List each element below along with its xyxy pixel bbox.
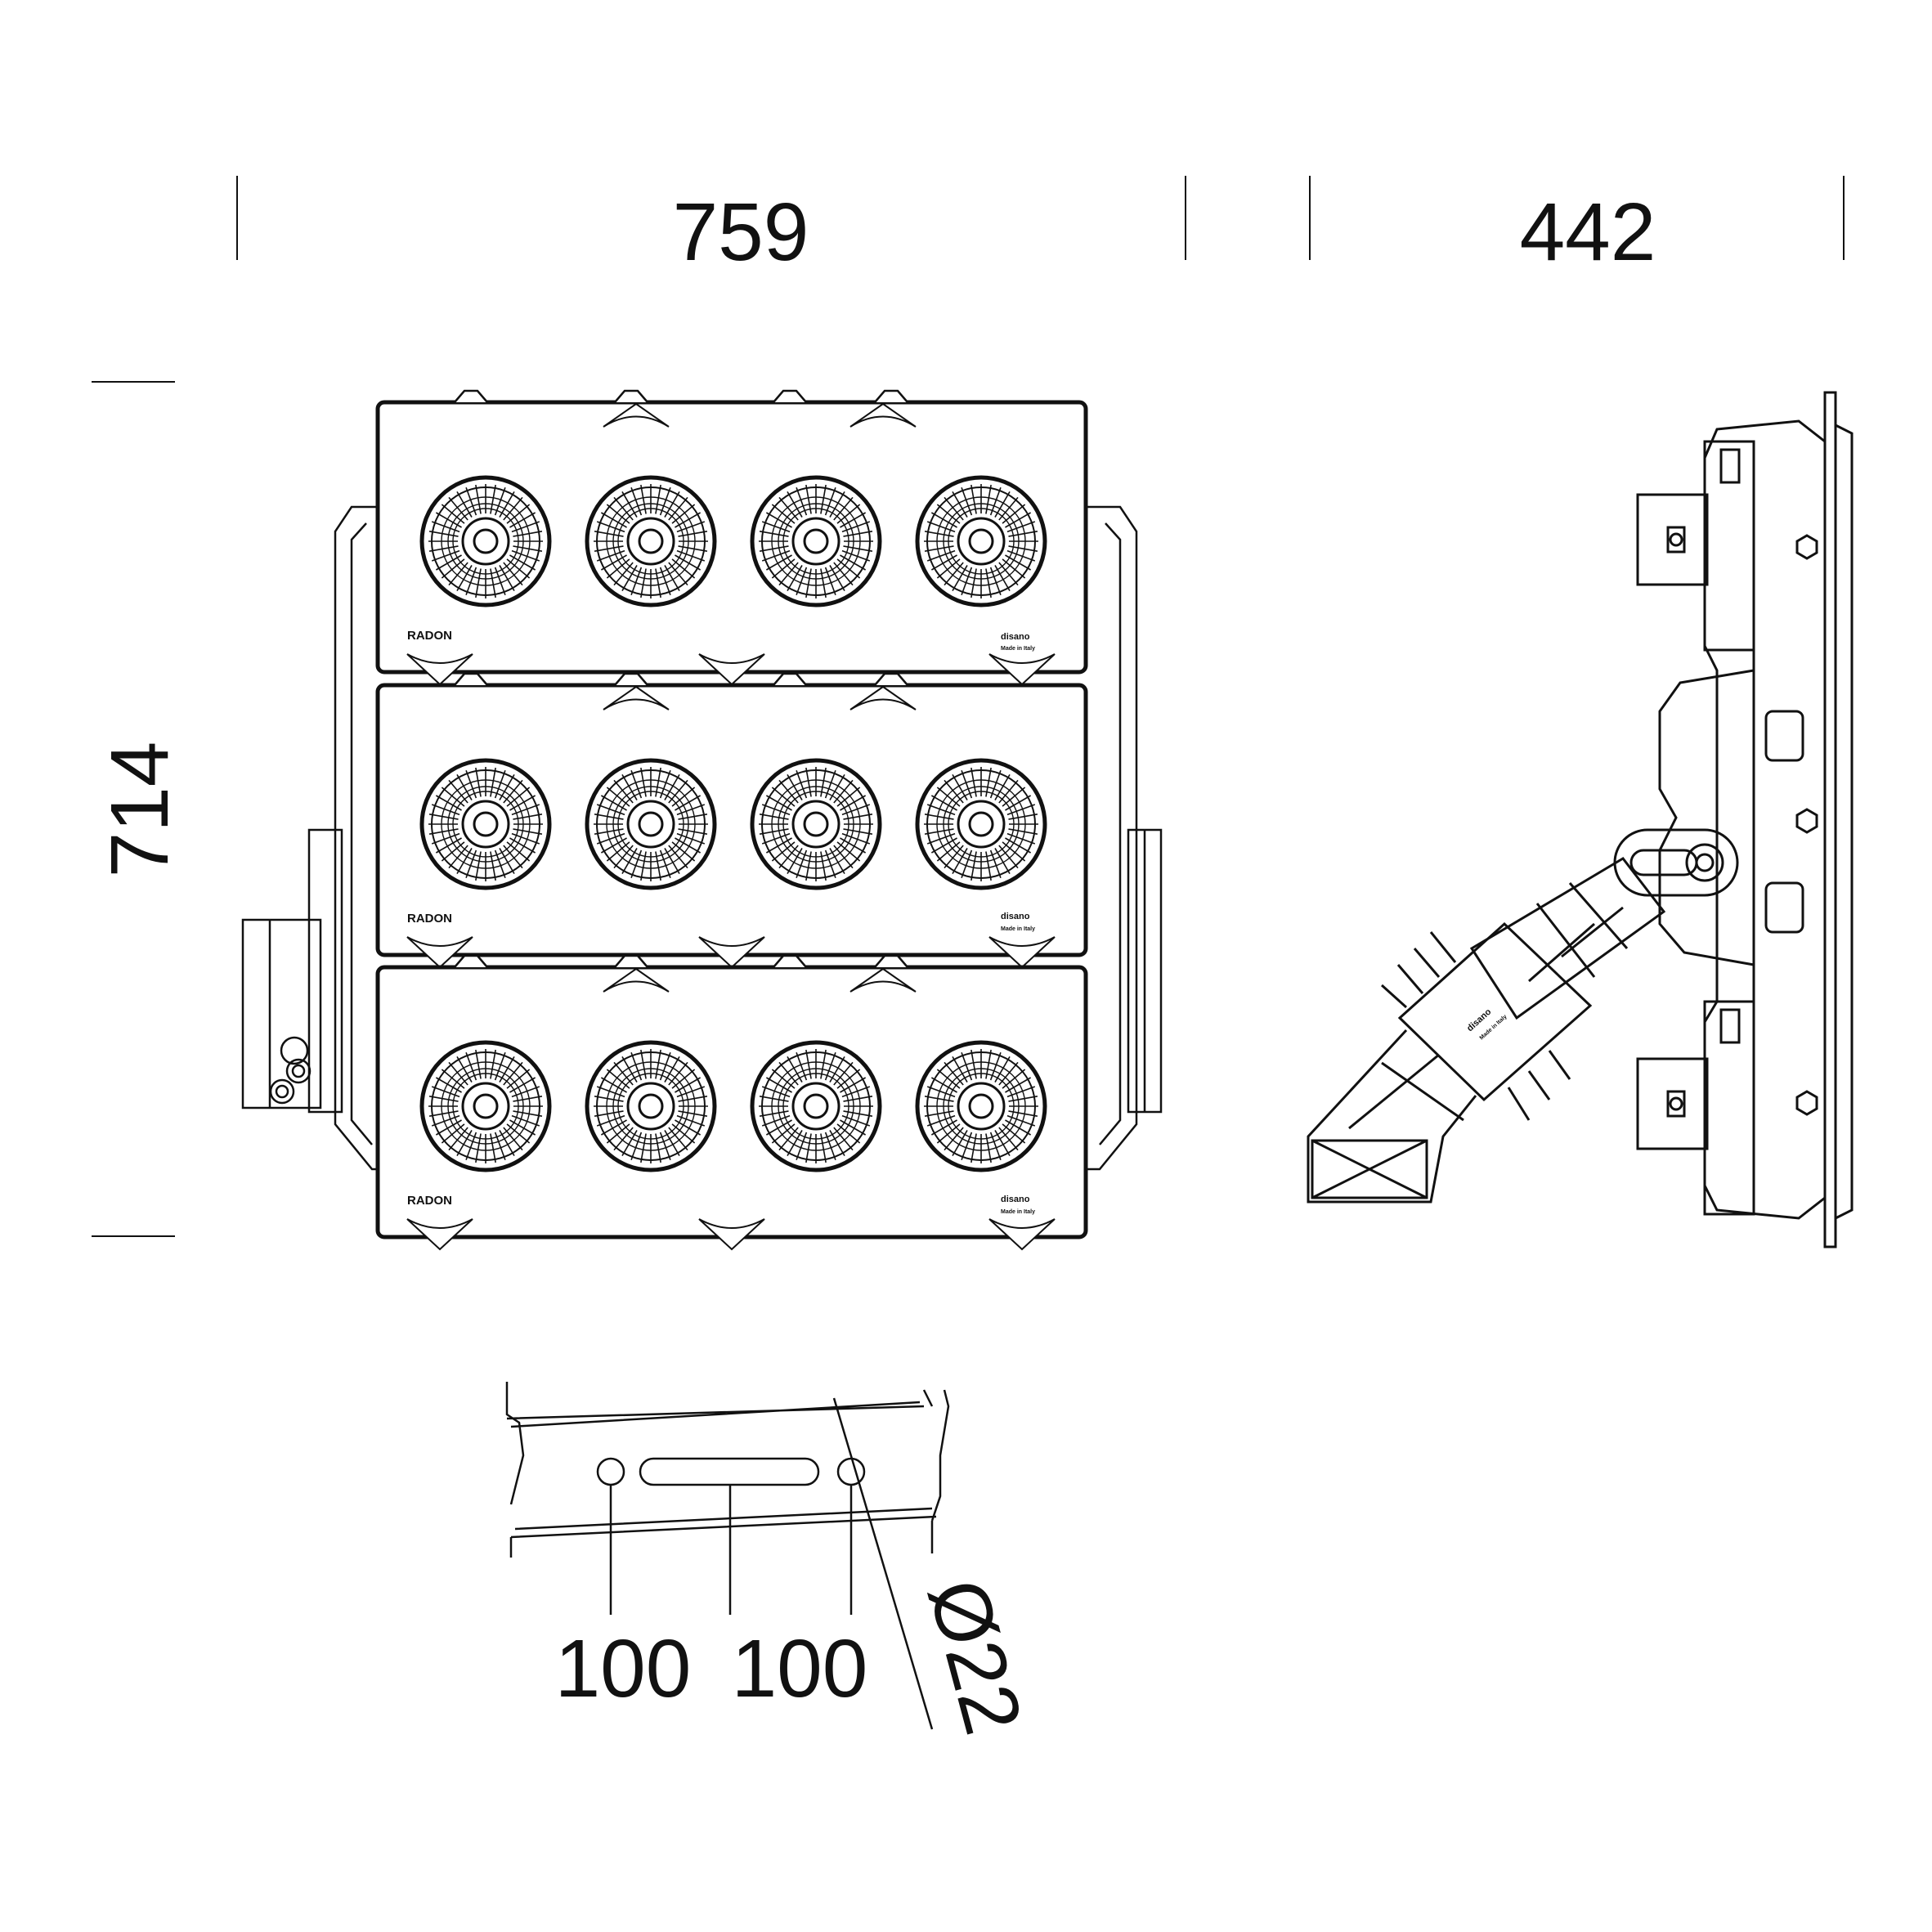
clip-tab: [614, 389, 648, 403]
bottom-clip: [698, 936, 765, 969]
led-module-bottom: [375, 954, 1088, 1251]
top-clip: [849, 402, 917, 428]
bottom-clip: [988, 1218, 1056, 1251]
led-optic: [419, 1040, 552, 1172]
dimension-markers: [92, 176, 1845, 1237]
clip-tab: [773, 954, 807, 968]
led-optic: [915, 758, 1047, 890]
dim-slot-pitch-1: 100: [555, 1623, 692, 1715]
clip-tab: [614, 954, 648, 968]
mounting-arm: [1469, 857, 1666, 1020]
clip-tab: [454, 672, 488, 686]
mount-slot: [639, 1457, 820, 1486]
dim-side-depth: 442: [1520, 186, 1656, 278]
led-optic: [915, 475, 1047, 607]
clip-tab: [454, 389, 488, 403]
yoke-plate: [1658, 669, 1755, 966]
module-label-top: RADON: [407, 629, 452, 643]
bottom-clip: [988, 653, 1056, 686]
mount-hole-left: [596, 1457, 625, 1486]
clip-tab: [874, 389, 908, 403]
led-optic: [585, 758, 717, 890]
led-optic: [585, 475, 717, 607]
dim-front-width: 759: [673, 186, 809, 278]
bottom-clip: [698, 1218, 765, 1251]
led-optic: [750, 1040, 882, 1172]
led-optic: [419, 758, 552, 890]
arm-profile-upper: [505, 1382, 934, 1505]
top-clip: [849, 685, 917, 710]
driver-top: [1636, 440, 1755, 652]
housing-body: [1703, 419, 1827, 1220]
led-optic: [915, 1040, 1047, 1172]
mount-hole-right: [836, 1457, 866, 1486]
front-view: RADON RADON RADON disano disano disano M…: [241, 389, 1163, 1251]
left-bracket: [241, 505, 384, 1171]
module-origin-middle: Made in Italy: [1001, 926, 1035, 932]
top-clip: [603, 685, 670, 710]
led-module-middle: [375, 672, 1088, 969]
module-label-bottom: RADON: [407, 1194, 452, 1208]
module-brand-bottom: disano: [1001, 1195, 1030, 1204]
slot-detail: [505, 1382, 950, 1730]
clip-tab: [773, 389, 807, 403]
junction-box: [1397, 921, 1593, 1102]
top-clip: [603, 967, 670, 993]
led-optic: [419, 475, 552, 607]
side-view: [1307, 391, 1854, 1248]
pivot-bolt: [1685, 843, 1724, 882]
led-optic: [585, 1040, 717, 1172]
top-clip: [603, 402, 670, 428]
bottom-clip: [406, 1218, 473, 1251]
module-brand-middle: disano: [1001, 912, 1030, 921]
module-origin-top: Made in Italy: [1001, 646, 1035, 652]
bottom-clip: [698, 653, 765, 686]
bottom-clip: [406, 936, 473, 969]
led-module-top: [375, 389, 1088, 686]
arm-profile-lower: [509, 1389, 950, 1558]
module-brand-top: disano: [1001, 632, 1030, 642]
clip-tab: [454, 954, 488, 968]
clip-tab: [874, 954, 908, 968]
clip-tab: [874, 672, 908, 686]
dim-height: 714: [94, 742, 186, 878]
housing-plate: [1823, 391, 1837, 1248]
led-optic: [750, 475, 882, 607]
right-bracket: [1087, 505, 1163, 1171]
dim-hole-diameter: Ø22: [911, 1570, 1039, 1743]
top-clip: [849, 967, 917, 993]
dim-slot-pitch-2: 100: [732, 1623, 868, 1715]
bottom-clip: [406, 653, 473, 686]
bottom-clip: [988, 936, 1056, 969]
clip-tab: [614, 672, 648, 686]
lower-bracket: [1307, 1029, 1477, 1204]
module-label-middle: RADON: [407, 912, 452, 926]
clip-tab: [773, 672, 807, 686]
driver-bottom: [1636, 1000, 1755, 1216]
led-optic: [750, 758, 882, 890]
module-origin-bottom: Made in Italy: [1001, 1209, 1035, 1215]
